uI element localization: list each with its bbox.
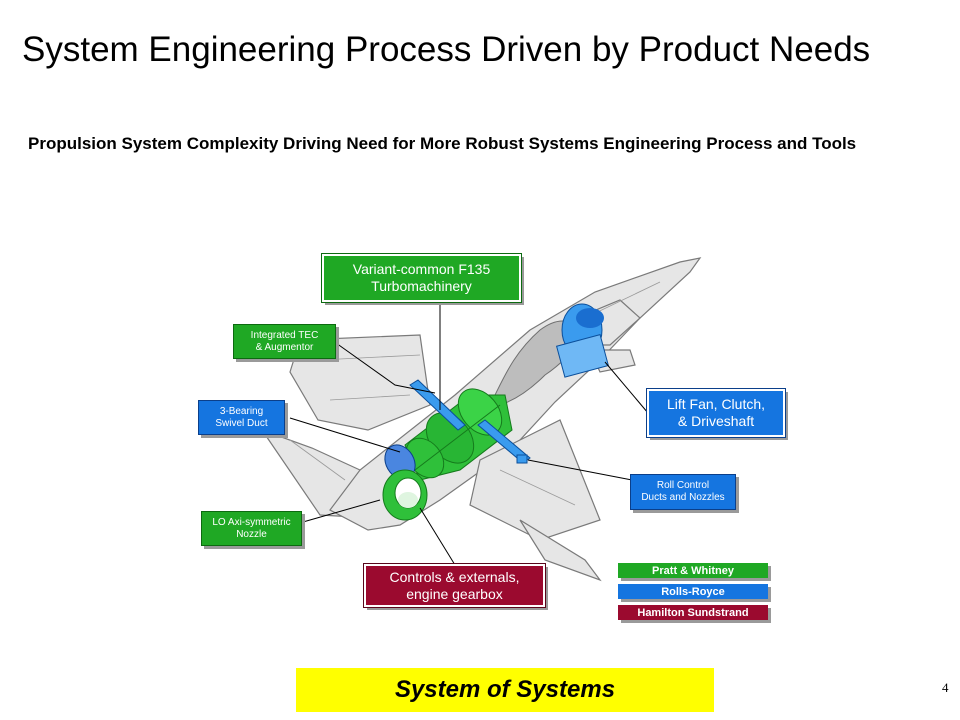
roll-control-ducts [409, 379, 531, 464]
callout-controls: Controls & externals, engine gearbox [363, 563, 546, 608]
legend-hamilton-sundstrand: Hamilton Sundstrand [618, 605, 768, 620]
legend-rolls-royce: Rolls-Royce [618, 584, 768, 599]
callout-lift-fan: Lift Fan, Clutch, & Driveshaft [646, 388, 786, 438]
slide-subtitle: Propulsion System Complexity Driving Nee… [28, 134, 857, 153]
leader-lines [289, 304, 649, 566]
lo-nozzle [382, 469, 428, 521]
callout-swivel-duct: 3-Bearing Swivel Duct [198, 400, 285, 435]
callout-integrated-tec: Integrated TEC & Augmentor [233, 324, 336, 359]
lift-fan [555, 303, 609, 378]
slide-title: System Engineering Process Driven by Pro… [22, 30, 871, 69]
system-of-systems-banner: System of Systems [296, 668, 714, 712]
page-number: 4 [942, 680, 949, 695]
callout-roll-control: Roll Control Ducts and Nozzles [630, 474, 736, 510]
legend-pratt-whitney: Pratt & Whitney [618, 563, 768, 578]
engine-turbomachinery [404, 388, 513, 481]
callout-lo-nozzle: LO Axi-symmetric Nozzle [201, 511, 302, 546]
callout-turbomachinery: Variant-common F135 Turbomachinery [321, 253, 522, 303]
